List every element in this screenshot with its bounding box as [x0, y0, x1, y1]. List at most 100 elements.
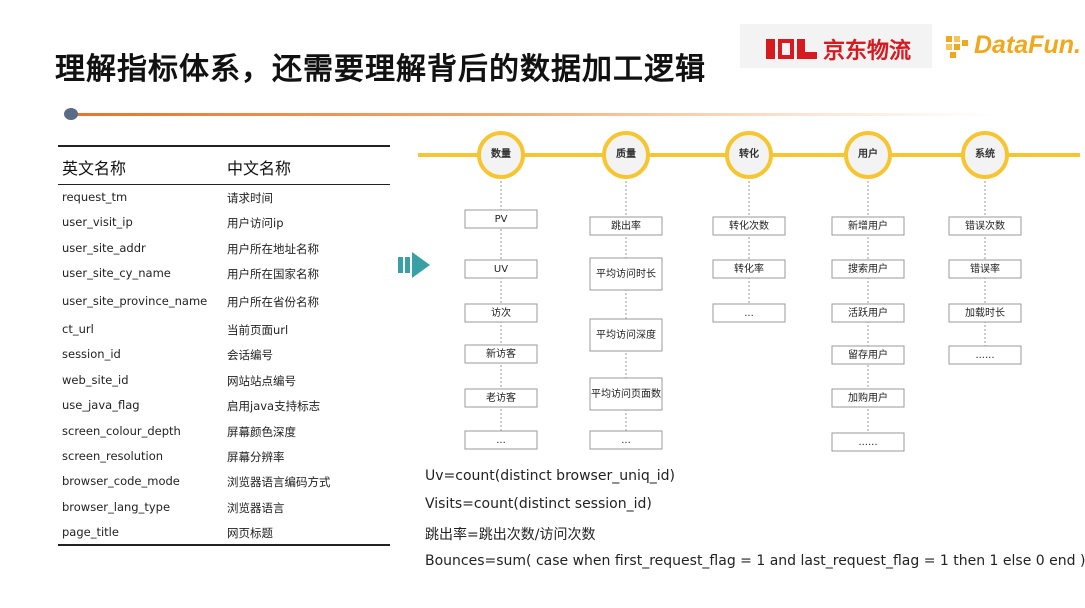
field-english-name: session_id	[62, 347, 121, 361]
field-chinese-name: 启用java支持标志	[227, 399, 321, 413]
category-node	[477, 131, 525, 179]
metric-label: 平均访问深度	[596, 329, 656, 341]
page-title: 理解指标体系，还需要理解背后的数据加工逻辑	[55, 52, 706, 87]
field-english-name: screen_resolution	[62, 449, 164, 463]
metric-box	[948, 303, 1022, 323]
datafun-logo-text: DataFun.	[974, 31, 1081, 59]
metric-label: 搜索用户	[848, 263, 888, 275]
formula-bounces: Bounces=sum( case when first_request_fla…	[425, 553, 1085, 569]
metric-box	[831, 303, 905, 323]
field-english-name: ct_url	[62, 322, 94, 336]
right-arrow-icon	[398, 252, 430, 278]
category-node	[844, 131, 892, 179]
datafun-logo-mark	[946, 36, 968, 58]
metric-label: 错误次数	[965, 220, 1005, 232]
category-label: 用户	[858, 149, 878, 160]
metric-label: 访次	[491, 307, 511, 319]
field-chinese-name: 用户所在国家名称	[227, 267, 319, 281]
metric-label: 平均访问时长	[596, 268, 656, 280]
metric-label: 加购用户	[848, 392, 888, 404]
field-english-name: user_visit_ip	[62, 215, 133, 229]
jd-logo-mark	[766, 39, 817, 59]
category-label: 数量	[491, 149, 511, 160]
category-label: 转化	[739, 149, 759, 160]
metric-box	[464, 209, 538, 229]
metric-label: ...	[496, 434, 506, 446]
metric-label: 转化率	[734, 263, 764, 275]
metric-box	[948, 259, 1022, 279]
metric-box	[831, 388, 905, 408]
table-header-rule	[58, 184, 390, 185]
category-label: 质量	[616, 149, 636, 160]
metric-box	[712, 303, 786, 323]
field-chinese-name: 当前页面url	[227, 323, 289, 337]
formula-visits: Visits=count(distinct session_id)	[425, 496, 652, 512]
field-chinese-name: 用户所在省份名称	[227, 295, 319, 309]
metric-label: 老访客	[486, 392, 516, 404]
category-node	[725, 131, 773, 179]
field-english-name: request_tm	[62, 190, 128, 204]
metric-box	[589, 430, 663, 450]
field-chinese-name: 网页标题	[227, 526, 273, 540]
title-underline	[74, 113, 994, 116]
metric-box	[464, 388, 538, 408]
metric-label: PV	[494, 213, 508, 225]
metric-box	[464, 259, 538, 279]
metric-label: 跳出率	[611, 220, 641, 232]
field-chinese-name: 用户所在地址名称	[227, 242, 319, 256]
metric-box	[831, 259, 905, 279]
metric-box	[589, 377, 663, 411]
field-english-name: user_site_addr	[62, 241, 146, 255]
metric-label: UV	[493, 263, 509, 275]
metric-box	[589, 318, 663, 352]
metric-box	[589, 216, 663, 236]
metric-box	[464, 430, 538, 450]
metric-label: 平均访问页面数	[591, 388, 661, 400]
metric-label: ...	[744, 307, 754, 319]
field-chinese-name: 网站站点编号	[227, 374, 296, 388]
field-chinese-name: 浏览器语言	[227, 501, 285, 515]
metric-label: ......	[858, 436, 878, 448]
field-english-name: web_site_id	[62, 373, 129, 387]
field-english-name: page_title	[62, 525, 119, 539]
metric-label: 转化次数	[729, 220, 769, 232]
metric-label: 新访客	[486, 348, 516, 360]
field-chinese-name: 浏览器语言编码方式	[227, 475, 331, 489]
category-label: 系统	[975, 149, 995, 160]
field-english-name: use_java_flag	[62, 398, 140, 412]
category-node	[602, 131, 650, 179]
category-node	[961, 131, 1009, 179]
field-english-name: user_site_province_name	[62, 294, 208, 308]
table-header-chinese: 中文名称	[227, 159, 292, 178]
metric-box	[948, 345, 1022, 365]
table-bottom-rule	[58, 544, 390, 546]
field-chinese-name: 用户访问ip	[227, 216, 284, 230]
metric-box	[831, 432, 905, 452]
field-chinese-name: 屏幕分辨率	[227, 450, 285, 464]
formula-uv: Uv=count(distinct browser_uniq_id)	[425, 468, 675, 484]
underline-dot	[64, 108, 78, 120]
metric-label: ...	[621, 434, 631, 446]
table-header-english: 英文名称	[62, 159, 127, 178]
metric-label: 新增用户	[848, 220, 888, 232]
field-english-name: browser_code_mode	[62, 474, 180, 488]
metric-box	[948, 216, 1022, 236]
metric-box	[712, 216, 786, 236]
field-english-name: browser_lang_type	[62, 500, 171, 514]
metric-label: 错误率	[970, 263, 1000, 275]
metric-label: 加载时长	[965, 307, 1005, 319]
metric-box	[831, 345, 905, 365]
metric-box	[464, 344, 538, 364]
field-english-name: user_site_cy_name	[62, 266, 171, 280]
formula-bounce-rate: 跳出率=跳出次数/访问次数	[425, 527, 596, 543]
field-chinese-name: 屏幕颜色深度	[227, 425, 296, 439]
metric-label: ......	[975, 349, 995, 361]
jd-logo-text: 京东物流	[823, 39, 912, 64]
field-english-name: screen_colour_depth	[62, 424, 181, 438]
metric-box	[712, 259, 786, 279]
metric-box	[831, 216, 905, 236]
field-chinese-name: 会话编号	[227, 348, 273, 362]
metric-box	[464, 303, 538, 323]
